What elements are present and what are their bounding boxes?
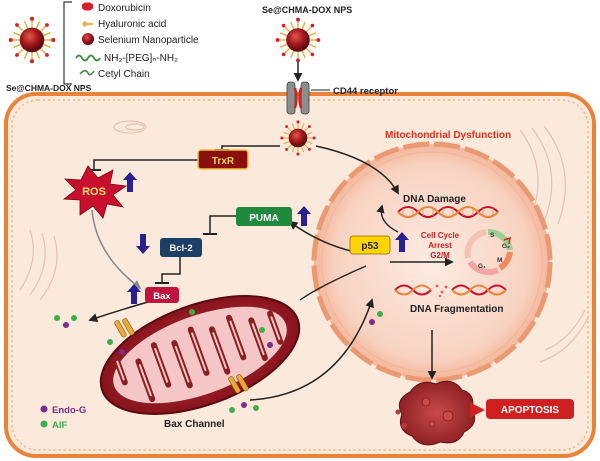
bcl2-box bbox=[160, 238, 202, 257]
np-inhibits-trxr bbox=[221, 145, 280, 150]
apoptosis-box bbox=[486, 399, 574, 419]
phase-g2: G₂ bbox=[502, 243, 510, 250]
dna-fragmentation-label: DNA Fragmentation bbox=[410, 304, 504, 315]
phase-s: S bbox=[490, 232, 495, 239]
phase-m: M bbox=[497, 257, 502, 264]
legend-doxorubicin: Doxorubicin bbox=[98, 3, 151, 14]
trxr-box bbox=[197, 149, 249, 170]
p53-bax-link bbox=[299, 265, 367, 301]
p53-to-puma-arrow bbox=[288, 220, 356, 253]
endo-g-label: Endo-G bbox=[52, 405, 86, 416]
aif-label: AIF bbox=[52, 420, 68, 431]
legend-np-caption: Se@CHMA-DOX NPS bbox=[6, 83, 92, 93]
dna-damage-helix-icon bbox=[397, 206, 499, 218]
ros-label: ROS bbox=[82, 186, 106, 198]
mitochondrion bbox=[99, 295, 301, 415]
dna-damage-label: DNA Damage bbox=[403, 194, 466, 205]
legend-cetyl-chain: Cetyl Chain bbox=[98, 69, 150, 80]
top-np-label: Se@CHMA-DOX NPS bbox=[262, 5, 352, 15]
bax-channel-bottom-icon bbox=[228, 374, 249, 394]
legend-nanoparticle-icon bbox=[8, 16, 56, 64]
bax-channel-top-icon bbox=[114, 318, 135, 338]
apoptotic-cell-icon bbox=[395, 380, 476, 446]
legend-peg-linker: NH₂-[PEG]ₙ-NH₂ bbox=[104, 53, 178, 64]
np-to-dna-damage-arrow bbox=[315, 145, 399, 195]
cell-cycle-label-2: Arrest bbox=[428, 241, 452, 250]
cetyl-chain-icon bbox=[79, 70, 95, 76]
dna-fragmentation-helix-icon bbox=[394, 284, 507, 298]
factors-to-nucleus-arrow bbox=[249, 298, 374, 401]
top-nanoparticle bbox=[274, 16, 322, 64]
bax-to-mito-arrow bbox=[88, 301, 149, 322]
mitochondrial-dysfunction-label: Mitochondrial Dysfunction bbox=[385, 130, 511, 141]
internalized-nanoparticle bbox=[279, 119, 317, 157]
selenium-np-icon bbox=[82, 33, 94, 45]
phase-g1: G₁ bbox=[478, 263, 486, 270]
ros-to-bax-arrow bbox=[91, 209, 142, 290]
puma-box bbox=[236, 207, 292, 226]
bcl2-label: Bcl-2 bbox=[169, 243, 192, 254]
trxr-label: TrxR bbox=[212, 156, 235, 167]
legend-bracket bbox=[63, 1, 72, 85]
puma-label: PUMA bbox=[249, 213, 278, 224]
endo-g-dot-icon bbox=[40, 405, 48, 413]
bax-box bbox=[145, 287, 179, 303]
p53-label: p53 bbox=[361, 241, 379, 252]
dna-damage-to-p53-arrow bbox=[376, 204, 399, 233]
ros-burst-icon bbox=[62, 165, 128, 219]
endoplasmic-reticulum bbox=[19, 120, 589, 363]
apoptosis-label: APOPTOSIS bbox=[501, 405, 559, 416]
bax-label: Bax bbox=[153, 291, 171, 302]
bax-channel-label: Bax Channel bbox=[164, 419, 225, 430]
cd44-receptor-icon bbox=[286, 81, 310, 115]
legend: Se@CHMA-DOX NPS Doxorubicin Hyaluronic a… bbox=[6, 1, 199, 93]
released-factors bbox=[54, 309, 383, 413]
doxorubicin-icon bbox=[82, 2, 93, 11]
legend-hyaluronic-acid: Hyaluronic acid bbox=[98, 19, 166, 30]
cell-cycle-label-1: Cell Cycle bbox=[421, 231, 460, 240]
aif-dot-icon bbox=[40, 420, 48, 428]
puma-inhibits-bcl2 bbox=[209, 215, 236, 233]
trxr-inhibits-ros bbox=[93, 159, 198, 170]
bcl2-inhibits-bax bbox=[161, 257, 181, 282]
cd44-receptor-label: CD44 receptor bbox=[333, 86, 398, 97]
peg-linker-icon bbox=[75, 54, 101, 62]
p53-box bbox=[349, 235, 391, 255]
legend-selenium-np: Selenium Nanoparticle bbox=[98, 35, 199, 46]
cell-cycle-wheel-icon bbox=[464, 228, 513, 276]
cell-cycle-label-3: G2/M bbox=[430, 251, 450, 260]
